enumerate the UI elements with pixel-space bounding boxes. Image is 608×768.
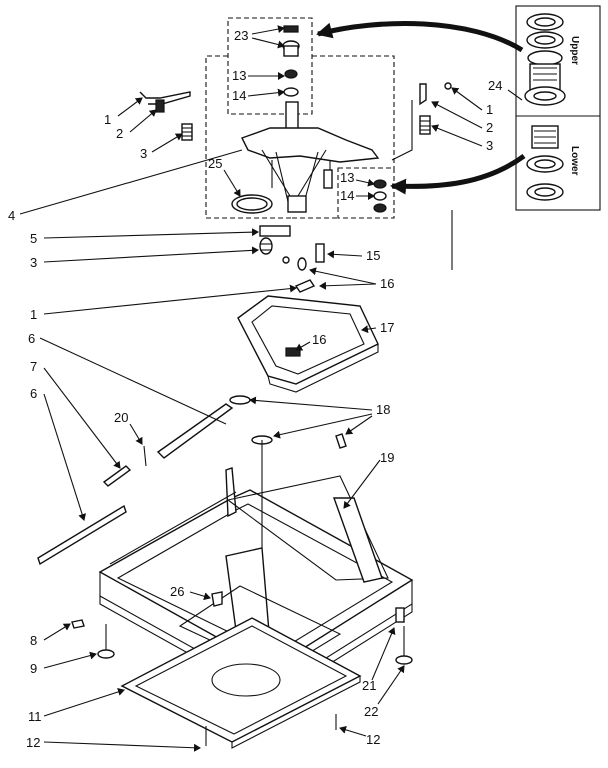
leader-lines [19,25,523,752]
transmission-box [205,55,292,219]
callout-12-left: 12 [26,735,40,750]
callout-24: 24 [488,78,502,93]
callout-1-mid: 1 [30,307,37,322]
drive-parts [259,225,325,293]
callout-1-right: 1 [486,102,493,117]
callout-7: 7 [30,359,37,374]
seal-detail-box [227,17,313,115]
callout-19: 19 [380,450,394,465]
left-clip-parts [139,91,193,141]
lower-seal-box [337,167,395,219]
callout-6-upper: 6 [28,331,35,346]
callout-25: 25 [208,156,222,171]
callout-1-left: 1 [104,112,111,127]
callout-2-left: 2 [116,126,123,141]
mount-pads [229,395,347,449]
callout-23: 23 [234,28,248,43]
callout-17: 17 [380,320,394,335]
callout-16-lower: 16 [312,332,326,347]
right-clip-parts [419,82,452,135]
callout-8: 8 [30,633,37,648]
callout-20: 20 [114,410,128,425]
callout-9: 9 [30,661,37,676]
callout-3-left: 3 [140,146,147,161]
upper-seals [282,25,300,97]
callout-13-lower: 13 [340,170,354,185]
transmission-assembly [231,101,380,214]
inset-upper-label: Upper [569,36,580,65]
callout-16-upper: 16 [380,276,394,291]
callout-4: 4 [8,208,15,223]
lower-arrow [390,153,526,195]
callout-14-upper: 14 [232,88,246,103]
callout-15: 15 [366,248,380,263]
callout-26: 26 [170,584,184,599]
upper-arrow [316,21,524,53]
callout-21: 21 [362,678,376,693]
callout-5: 5 [30,231,37,246]
callout-13-upper: 13 [232,68,246,83]
callout-18: 18 [376,402,390,417]
tub-support [237,295,379,393]
side-brackets [37,403,234,566]
upper-bearing-seal [524,13,566,106]
callout-14-lower: 14 [340,188,354,203]
callout-12-right: 12 [366,732,380,747]
lower-bearing-seal [526,125,564,201]
callout-22: 22 [364,704,378,719]
callout-labels: 1 2 3 4 5 3 1 6 7 6 8 9 11 12 12 13 14 2… [8,28,502,750]
callout-6-lower: 6 [30,386,37,401]
callout-2-right: 2 [486,120,493,135]
leveling-legs [71,591,413,746]
callout-11: 11 [28,709,42,724]
base-pan [120,617,362,749]
callout-3-mid: 3 [30,255,37,270]
inset-lower-label: Lower [569,146,580,176]
bearing-kit-inset: Upper Lower [515,5,601,211]
lower-seals [373,179,387,213]
callout-3-right: 3 [486,138,493,153]
